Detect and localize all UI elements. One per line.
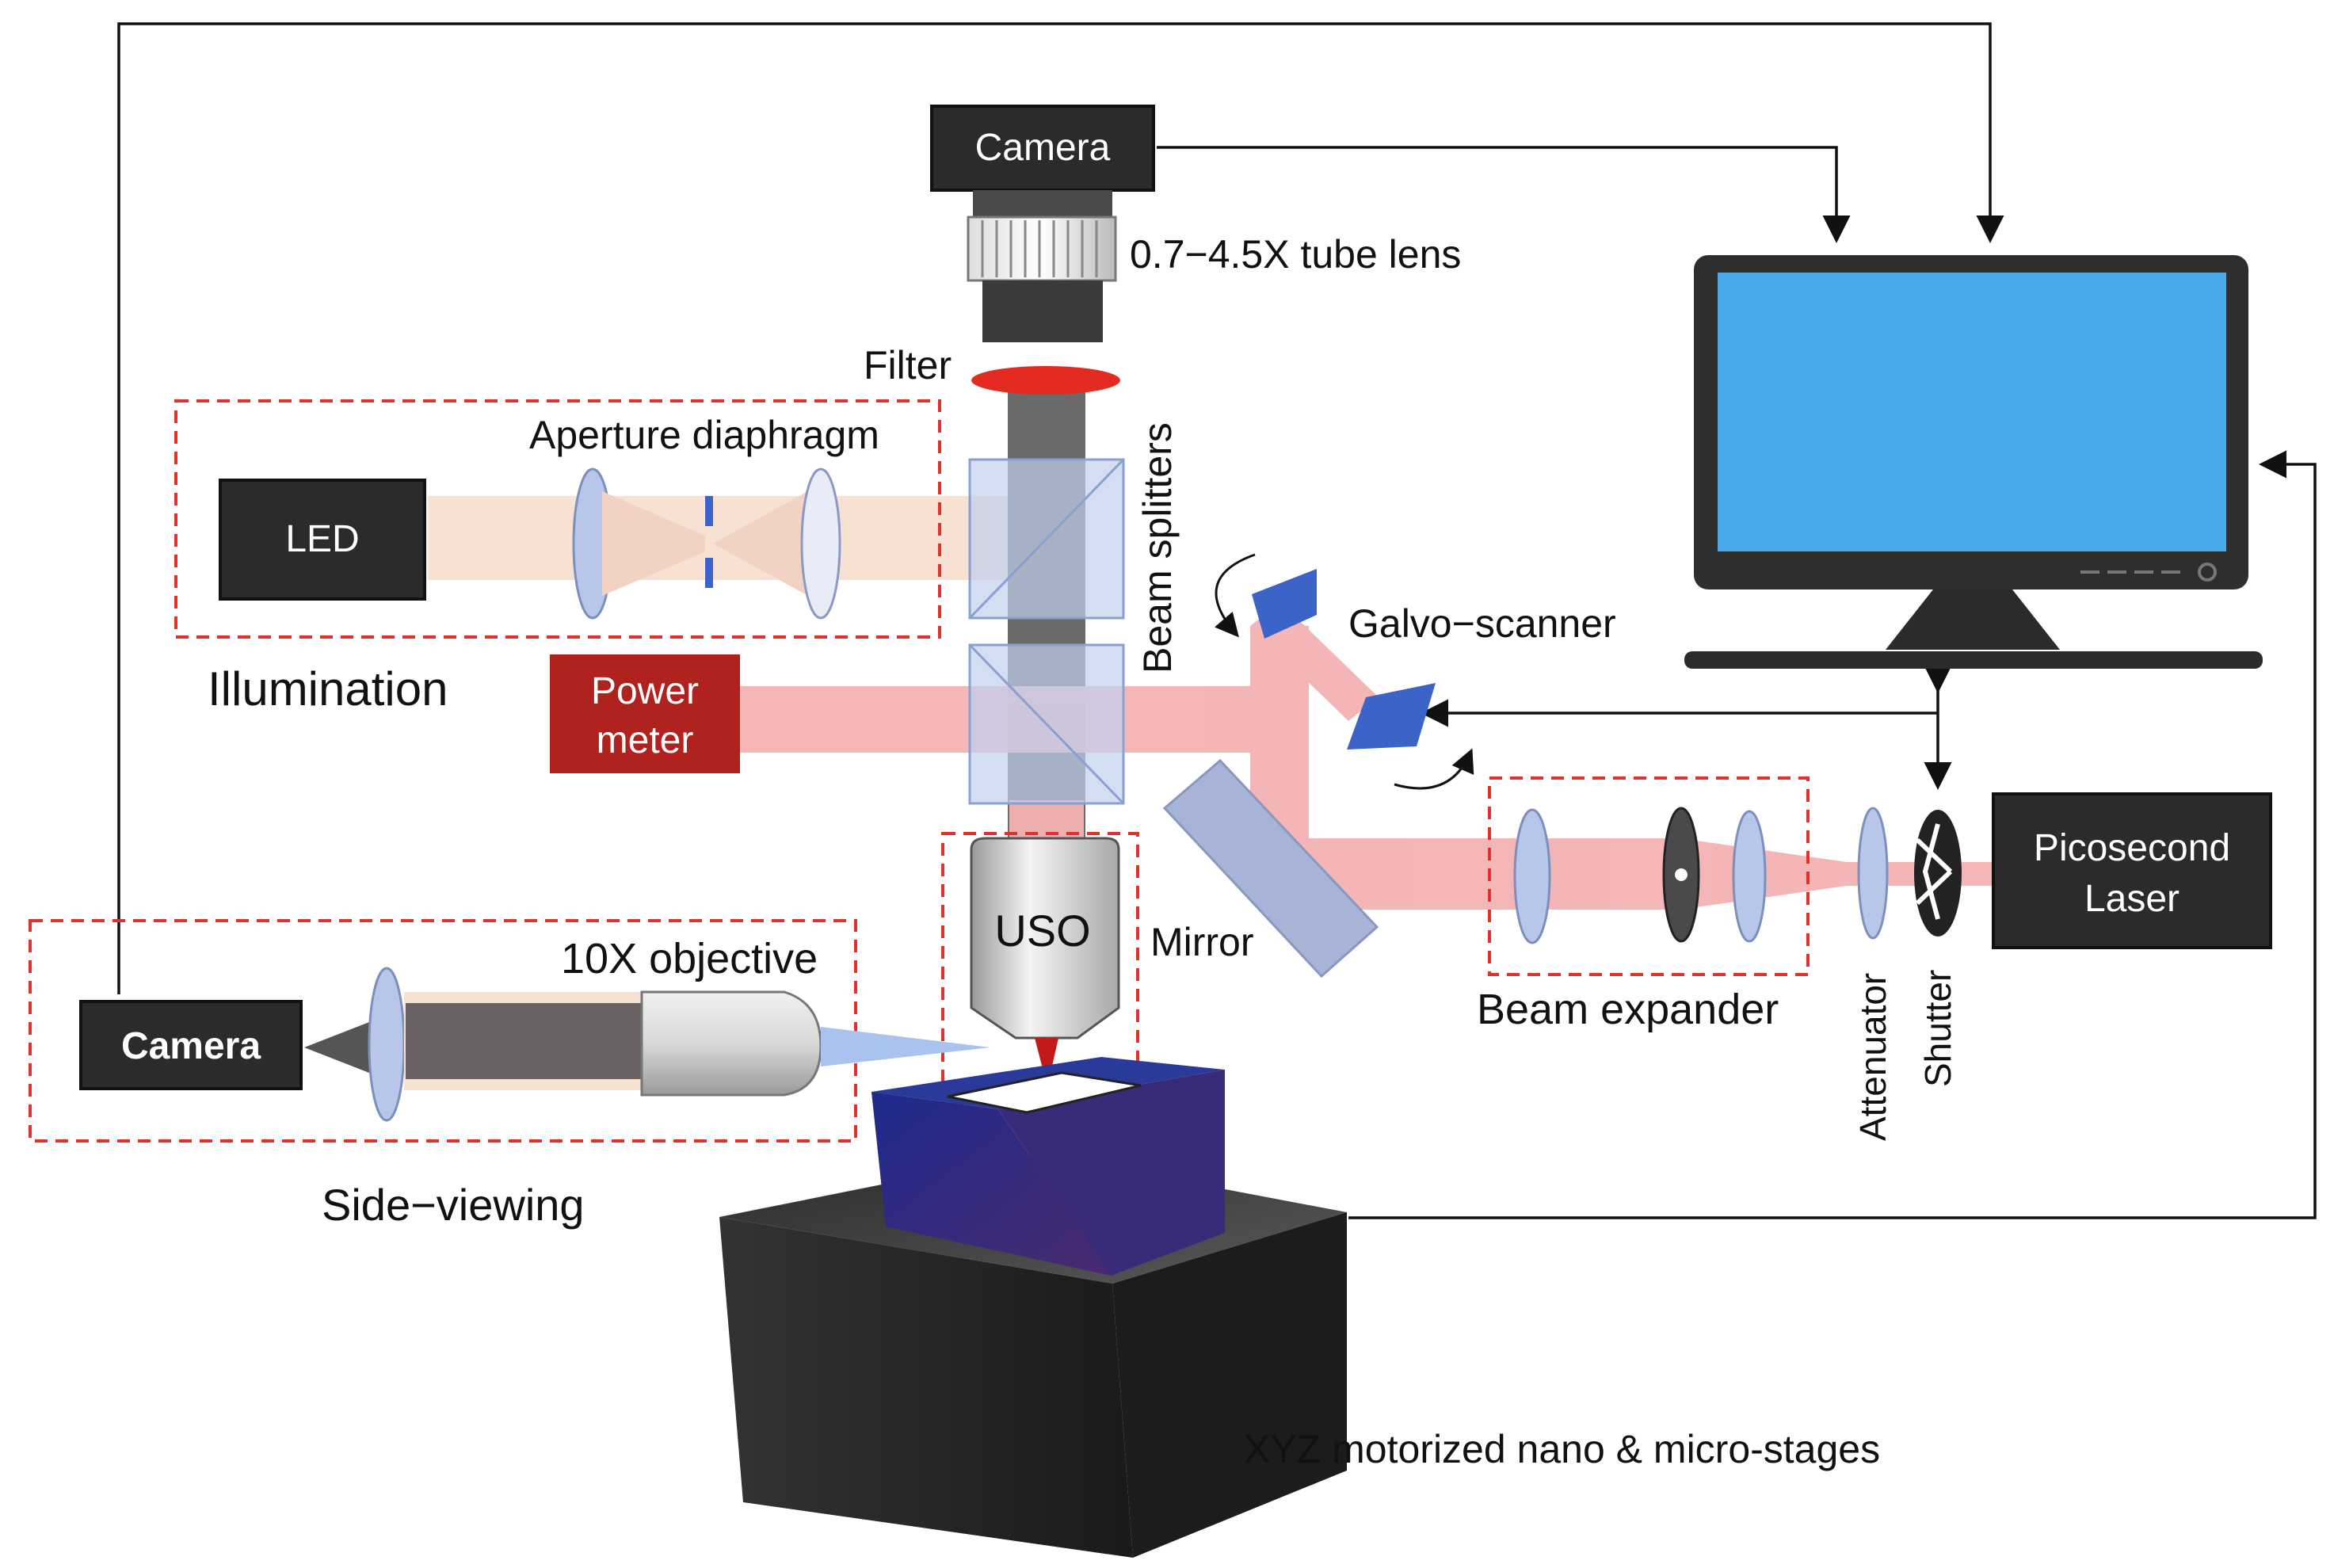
power-meter: Power meter xyxy=(550,654,740,773)
side-viewing-assembly: Camera 10X objective Side−viewing xyxy=(79,935,990,1230)
stage-to-pc-line xyxy=(1348,450,2317,1219)
aperture-diaphragm-upper xyxy=(705,496,713,526)
filter-label: Filter xyxy=(864,343,952,387)
side-camera-label: Camera xyxy=(121,1025,261,1067)
galvo-label: Galvo−scanner xyxy=(1348,601,1616,646)
uso-label: USO xyxy=(994,906,1090,956)
illumination-optics: LED Aperture diaphragm Illumination xyxy=(208,413,879,715)
tube-lens-label: 0.7−4.5X tube lens xyxy=(1130,232,1461,277)
sample-block-side xyxy=(998,1070,1225,1276)
illumination-label: Illumination xyxy=(208,662,448,715)
galvo-rotation-arrow-lower xyxy=(1394,748,1474,790)
side-camera-to-pc-line xyxy=(117,22,2004,994)
expander-lens-2 xyxy=(1732,810,1767,943)
stage-side xyxy=(1112,1212,1347,1558)
side-objective xyxy=(640,990,822,1097)
galvo-mirror-lower xyxy=(1347,683,1436,750)
top-camera-label: Camera xyxy=(975,127,1111,169)
laser-label-2: Laser xyxy=(2084,878,2180,920)
led-label: LED xyxy=(285,518,359,560)
motorized-stages: XYZ motorized nano & micro-stages xyxy=(719,1057,1880,1558)
attenuator-icon xyxy=(1857,807,1889,940)
mirror: Mirror xyxy=(1150,758,1379,979)
stages-label: XYZ motorized nano & micro-stages xyxy=(1244,1427,1880,1471)
galvo-scanner: Galvo−scanner xyxy=(1214,553,1616,790)
aperture-diaphragm-lower xyxy=(705,558,713,588)
monitor-screen xyxy=(1718,273,2226,551)
side-tube xyxy=(406,1003,643,1079)
condenser-lens-2 xyxy=(800,467,841,620)
computer-monitor xyxy=(1684,255,2263,669)
illumination-box xyxy=(174,399,941,639)
mirror-label: Mirror xyxy=(1150,920,1254,964)
laser-label-1: Picosecond xyxy=(2034,827,2230,869)
beam-expander-box xyxy=(1488,776,1810,976)
monitor-stand xyxy=(1886,589,2060,650)
filter-icon xyxy=(971,366,1120,395)
focused-beam xyxy=(1035,1038,1058,1087)
side-viewing-label: Side−viewing xyxy=(322,1180,585,1230)
beam-splitters-label: Beam splitters xyxy=(1135,422,1180,673)
galvo-rotation-arrow-upper xyxy=(1214,553,1256,638)
power-meter-label-1: Power xyxy=(591,670,699,712)
side-lens xyxy=(368,967,406,1122)
monitor-base xyxy=(1684,651,2263,669)
attenuator-shutter: Attenuator Shutter xyxy=(1852,807,1962,1141)
laser-box xyxy=(1992,792,2272,949)
side-view-cone xyxy=(821,1027,990,1066)
picosecond-laser: Picosecond Laser xyxy=(1992,792,2272,949)
aperture-label: Aperture diaphragm xyxy=(529,413,879,457)
beam-expander: Beam expander xyxy=(1477,807,1779,1033)
power-meter-box xyxy=(550,654,740,773)
stage-front xyxy=(719,1217,1133,1558)
top-camera-assembly: Camera 0.7−4.5X tube lens Filter xyxy=(864,105,1461,395)
shutter-icon xyxy=(1914,810,1962,937)
side-camera-box xyxy=(79,1000,303,1090)
attenuator-label: Attenuator xyxy=(1852,973,1894,1141)
galvo-mirror-upper xyxy=(1252,569,1317,639)
signal-lines xyxy=(117,22,2317,1219)
led-box xyxy=(219,479,426,601)
sample-block-front xyxy=(871,1092,1111,1276)
top-camera-to-pc-line xyxy=(1157,146,1851,243)
top-camera-box xyxy=(930,105,1155,192)
mirror-icon xyxy=(1162,758,1379,979)
power-meter-label-2: meter xyxy=(597,719,694,761)
beam-splitters: Beam splitters xyxy=(968,422,1180,805)
beam-expander-label: Beam expander xyxy=(1477,986,1779,1033)
uso-objective: USO xyxy=(970,837,1120,1087)
shutter-label: Shutter xyxy=(1917,970,1958,1087)
uso-body xyxy=(970,837,1120,1040)
tube-lens-icon xyxy=(967,216,1117,282)
side-viewing-box xyxy=(29,919,857,1143)
objective-label: 10X objective xyxy=(561,935,818,982)
expander-lens-1 xyxy=(1513,808,1551,944)
sample-slide xyxy=(947,1071,1142,1114)
